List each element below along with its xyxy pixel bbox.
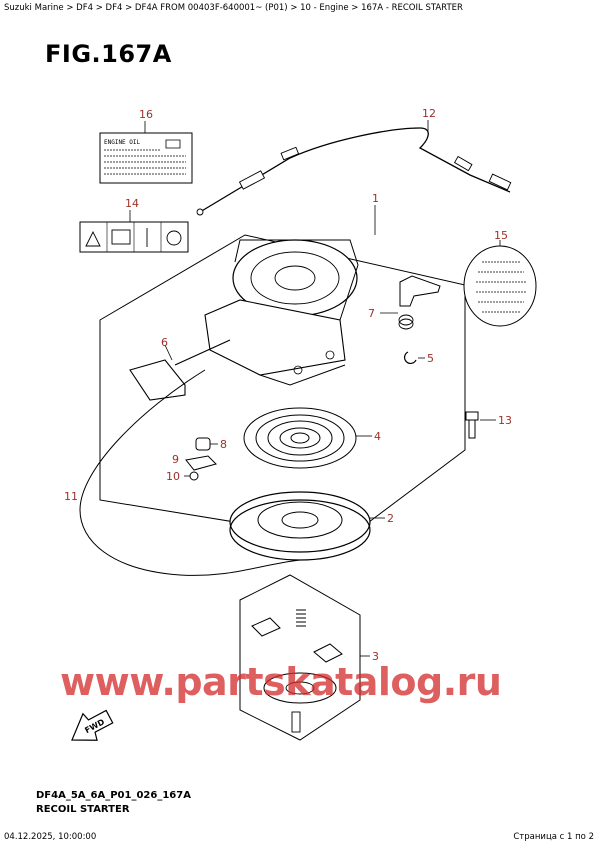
plate-part-9[interactable] xyxy=(185,455,217,471)
spiral-spring-part-4[interactable] xyxy=(243,407,372,469)
footer-date: 04.12.2025, 10:00:00 xyxy=(4,832,97,842)
lever-part-7[interactable] xyxy=(380,275,441,330)
breadcrumb[interactable]: Suzuki Marine > DF4 > DF4 > DF4A FROM 00… xyxy=(4,3,463,13)
bushing-part-8[interactable] xyxy=(195,437,218,451)
clip-part-5[interactable] xyxy=(404,351,425,364)
ratchet-kit-frame xyxy=(239,574,361,741)
screw-part-10[interactable] xyxy=(184,471,199,481)
starter-rope-part-11[interactable] xyxy=(79,369,301,576)
bolt-part-13[interactable] xyxy=(465,411,496,439)
diagram-name: RECOIL STARTER xyxy=(36,804,130,815)
fwd-arrow: FWD xyxy=(71,709,114,741)
starter-housing-part-1[interactable] xyxy=(204,205,376,386)
callout-14[interactable]: 14 xyxy=(125,197,139,210)
callout-3[interactable]: 3 xyxy=(372,650,379,663)
callout-9[interactable]: 9 xyxy=(172,453,179,466)
reel-part-2[interactable] xyxy=(229,491,385,561)
warning-label-part[interactable] xyxy=(79,210,189,253)
callout-8[interactable]: 8 xyxy=(220,438,227,451)
callout-12[interactable]: 12 xyxy=(422,107,436,120)
callout-11[interactable]: 11 xyxy=(64,490,78,503)
callout-5[interactable]: 5 xyxy=(427,352,434,365)
callout-1[interactable]: 1 xyxy=(372,192,379,205)
callout-2[interactable]: 2 xyxy=(387,512,394,525)
round-label-part-15[interactable] xyxy=(463,240,537,327)
callout-4[interactable]: 4 xyxy=(374,430,381,443)
callout-10[interactable]: 10 xyxy=(166,470,180,483)
engine-oil-label-part[interactable]: ENGINE OIL xyxy=(99,121,193,184)
assembly-frame xyxy=(99,234,466,541)
engine-oil-label-text: ENGINE OIL xyxy=(104,139,141,146)
watermark: www.partskatalog.ru xyxy=(60,660,502,704)
callout-16[interactable]: 16 xyxy=(139,108,153,121)
diagram-code: DF4A_5A_6A_P01_026_167A xyxy=(36,790,191,801)
cable-part-12[interactable] xyxy=(196,120,512,216)
footer-page: Страница с 1 по 2 xyxy=(513,832,594,842)
callout-15[interactable]: 15 xyxy=(494,229,508,242)
callout-6[interactable]: 6 xyxy=(161,336,168,349)
callout-7[interactable]: 7 xyxy=(368,307,375,320)
callout-13[interactable]: 13 xyxy=(498,414,512,427)
figure-title: FIG.167A xyxy=(45,40,172,68)
starter-handle-part-6[interactable] xyxy=(129,339,231,401)
ratchet-kit-part-3[interactable] xyxy=(251,609,370,733)
